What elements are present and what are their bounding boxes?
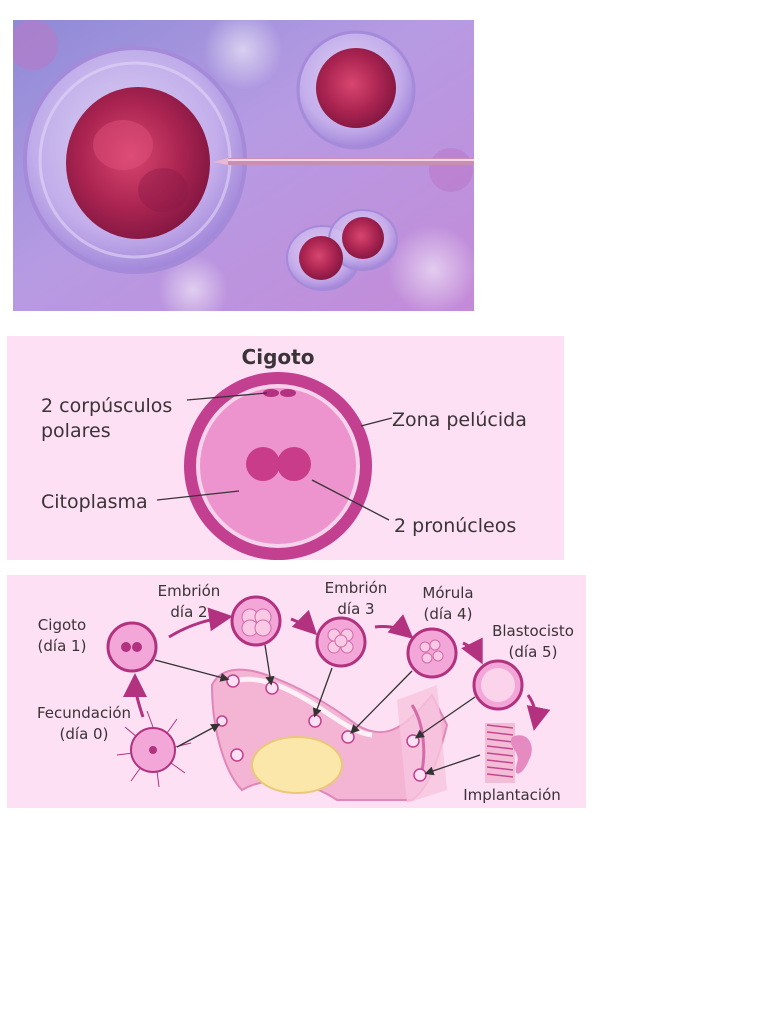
zygote-diagram: Cigoto 2 corpúsculos polares Zona pelúci… bbox=[7, 336, 564, 560]
label-embrion-2-day: día 2 bbox=[170, 603, 207, 621]
label-fecundacion-day: (día 0) bbox=[60, 725, 109, 743]
injection-needle bbox=[213, 158, 474, 165]
label-morula-day: (día 4) bbox=[424, 605, 473, 623]
endometrium bbox=[485, 723, 532, 783]
diagram-title: Cigoto bbox=[242, 345, 315, 369]
label-pronuclei: 2 pronúcleos bbox=[394, 515, 516, 537]
label-zona-pelucida: Zona pelúcida bbox=[392, 409, 527, 431]
label-cigoto-day: (día 1) bbox=[38, 637, 87, 655]
egg-cell-injection-photo bbox=[13, 20, 474, 311]
label-fecundacion: Fecundación bbox=[37, 704, 131, 722]
small-egg-cell bbox=[296, 30, 416, 150]
embryo-development-diagram: Cigoto (día 1) Embrión día 2 Embrión día… bbox=[7, 575, 586, 808]
stage-cigoto bbox=[106, 621, 158, 673]
stage-blastocisto bbox=[472, 659, 524, 711]
stage-morula bbox=[406, 627, 458, 679]
label-embrion-2: Embrión bbox=[158, 582, 221, 600]
two-cell-embryo bbox=[286, 209, 398, 291]
label-polar-bodies: 2 corpúsculos bbox=[41, 395, 172, 417]
stage-embrion-dia-3 bbox=[315, 616, 367, 668]
label-blastocisto: Blastocisto bbox=[492, 622, 574, 640]
label-morula: Mórula bbox=[422, 584, 473, 602]
ovary bbox=[251, 736, 343, 794]
implanted-embryo bbox=[510, 735, 532, 774]
label-embrion-3-day: día 3 bbox=[337, 600, 374, 618]
label-implantacion: Implantación bbox=[463, 786, 561, 804]
label-embrion-3: Embrión bbox=[325, 579, 388, 597]
polar-body bbox=[280, 389, 296, 397]
stage-embrion-dia-2 bbox=[230, 595, 282, 647]
pronucleus bbox=[277, 447, 311, 481]
polar-body bbox=[263, 389, 279, 397]
label-polar-bodies-2: polares bbox=[41, 420, 111, 442]
label-cigoto: Cigoto bbox=[38, 616, 86, 634]
label-blastocisto-day: (día 5) bbox=[509, 643, 558, 661]
label-cytoplasm: Citoplasma bbox=[41, 491, 148, 513]
zygote-cell bbox=[184, 372, 372, 560]
large-egg-cell bbox=[23, 46, 247, 274]
stage-fecundacion bbox=[116, 710, 192, 788]
pronucleus bbox=[246, 447, 280, 481]
